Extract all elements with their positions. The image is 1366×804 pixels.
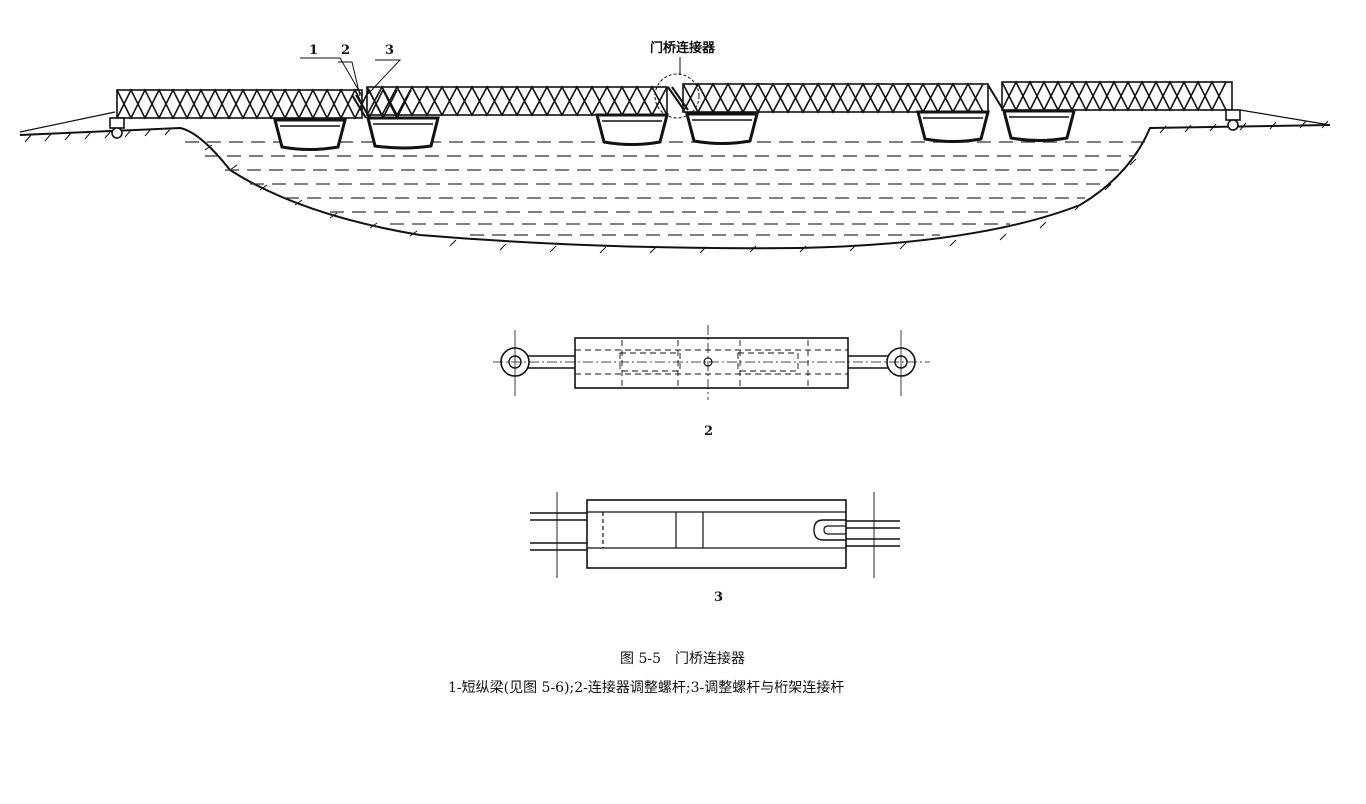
truss-span-right bbox=[1001, 80, 1233, 112]
end-supports bbox=[109, 109, 1241, 139]
callout-leaders bbox=[300, 57, 700, 119]
bank-hatching bbox=[24, 120, 1329, 254]
detail-3-label: 3 bbox=[714, 590, 724, 605]
truss-span-center-right bbox=[682, 82, 989, 114]
figure-title: 图 5-5 门桥连接器 bbox=[620, 651, 745, 667]
pontoon-decks bbox=[280, 116, 1069, 127]
span-joints bbox=[351, 84, 1003, 119]
detail-connecting-rod bbox=[530, 492, 900, 578]
detail-adjusting-screw bbox=[493, 325, 930, 400]
riverbed bbox=[19, 124, 1331, 250]
callout-label-3: 3 bbox=[385, 43, 395, 58]
approach-ramps bbox=[19, 109, 1331, 133]
truss-span-middle bbox=[366, 85, 668, 117]
pontoons bbox=[273, 109, 1076, 151]
detail-2-label: 2 bbox=[704, 424, 714, 439]
figure-legend: 1-短纵梁(见图 5-6);2-连接器调整螺杆;3-调整螺杆与桁架连接杆 bbox=[448, 680, 845, 696]
callout-label-2: 2 bbox=[341, 43, 351, 58]
callout-label-connector: 门桥连接器 bbox=[650, 41, 716, 56]
callout-label-1: 1 bbox=[309, 43, 319, 58]
water-surface bbox=[185, 141, 1145, 236]
